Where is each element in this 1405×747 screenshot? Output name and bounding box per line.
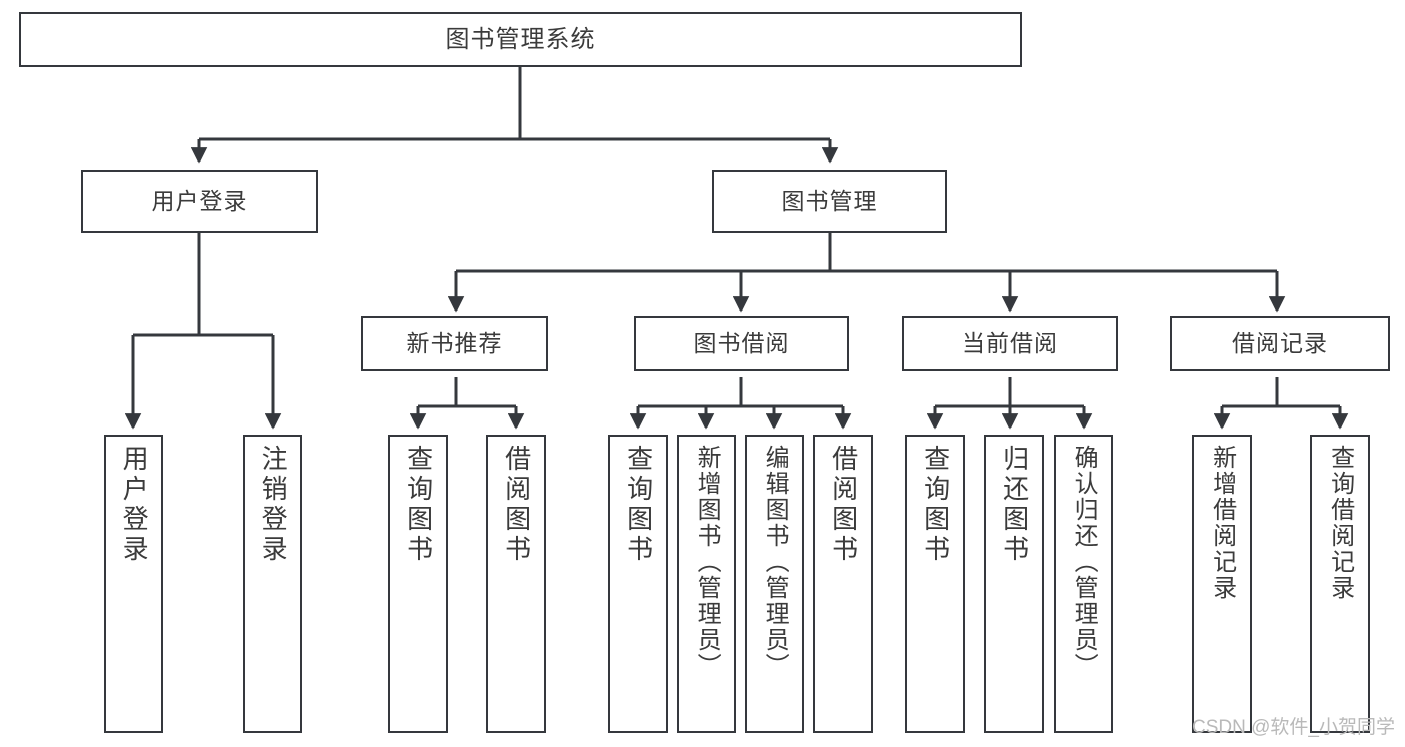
node-label: 查询图书 [403, 445, 434, 565]
node-label: 查询借阅记录 [1326, 445, 1354, 601]
node-current-borrow[interactable]: 当前借阅 [902, 316, 1118, 371]
node-label: 图书管理 [781, 188, 878, 215]
node-leaf-edit-book[interactable]: 编辑图书（管理员） [745, 435, 804, 733]
node-book-borrow[interactable]: 图书借阅 [634, 316, 849, 371]
node-label: 编辑图书（管理员） [761, 445, 789, 679]
node-borrow-record[interactable]: 借阅记录 [1170, 316, 1390, 371]
node-leaf-query-book-3[interactable]: 查询图书 [905, 435, 965, 733]
node-label: 查询图书 [623, 445, 654, 565]
node-leaf-return-book[interactable]: 归还图书 [984, 435, 1044, 733]
node-label: 图书借阅 [693, 330, 790, 357]
node-leaf-confirm-return[interactable]: 确认归还（管理员） [1054, 435, 1113, 733]
node-book-management-system[interactable]: 图书管理系统 [19, 12, 1022, 67]
node-label: 查询图书 [920, 445, 951, 565]
node-user-login[interactable]: 用户登录 [81, 170, 318, 233]
node-leaf-logout-login[interactable]: 注销登录 [243, 435, 302, 733]
node-label: 确认归还（管理员） [1070, 445, 1098, 679]
node-label: 借阅图书 [828, 445, 859, 565]
node-label: 图书管理系统 [445, 25, 596, 53]
node-leaf-user-login[interactable]: 用户登录 [104, 435, 163, 733]
node-label: 归还图书 [999, 445, 1030, 565]
node-label: 用户登录 [119, 445, 150, 565]
node-label: 注销登录 [258, 445, 289, 565]
node-leaf-borrow-book-2[interactable]: 借阅图书 [813, 435, 873, 733]
node-leaf-add-book[interactable]: 新增图书（管理员） [677, 435, 736, 733]
node-book-manage[interactable]: 图书管理 [712, 170, 947, 233]
node-leaf-add-record[interactable]: 新增借阅记录 [1192, 435, 1252, 733]
node-leaf-borrow-book-1[interactable]: 借阅图书 [486, 435, 546, 733]
node-label: 新增图书（管理员） [693, 445, 721, 679]
node-leaf-query-book-2[interactable]: 查询图书 [608, 435, 668, 733]
node-label: 借阅图书 [501, 445, 532, 565]
node-new-book-recommend[interactable]: 新书推荐 [361, 316, 548, 371]
csdn-watermark: CSDN @软件_小贺同学 [1192, 717, 1395, 738]
node-leaf-query-record[interactable]: 查询借阅记录 [1310, 435, 1370, 733]
node-label: 当前借阅 [962, 330, 1058, 357]
node-label: 用户登录 [151, 188, 248, 215]
node-label: 新书推荐 [406, 330, 503, 357]
node-label: 新增借阅记录 [1208, 445, 1236, 601]
node-label: 借阅记录 [1232, 330, 1328, 357]
node-leaf-query-book-1[interactable]: 查询图书 [388, 435, 448, 733]
